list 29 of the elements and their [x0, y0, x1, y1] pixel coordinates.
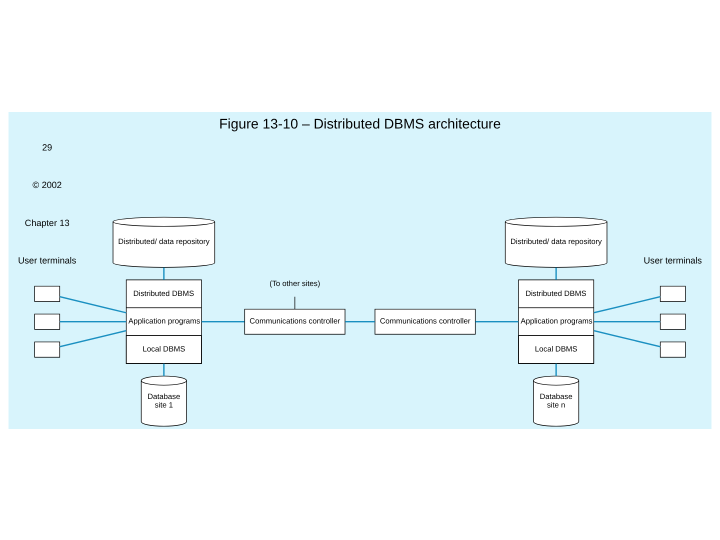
node-box [34, 341, 60, 358]
connector [294, 296, 296, 309]
connector [163, 267, 165, 280]
node-text: (To other sites) [270, 278, 320, 288]
node-box [34, 313, 60, 330]
node-box [660, 341, 686, 358]
connector [163, 363, 165, 376]
diagram-title: Figure 13-10 – Distributed DBMS architecture [219, 115, 501, 132]
node-box [660, 313, 686, 330]
connector [345, 320, 375, 322]
node-box: Communications controller [374, 308, 476, 334]
connector [60, 296, 126, 313]
label: © 2002 [32, 180, 62, 190]
node-box [660, 285, 686, 302]
label: 29 [42, 142, 52, 152]
connector [555, 363, 557, 376]
connector [60, 329, 126, 347]
connector [555, 267, 557, 280]
label: Chapter 13 [24, 217, 70, 228]
connector [594, 320, 660, 322]
connector [60, 320, 126, 322]
node-box: Communications controller [244, 308, 346, 334]
connector [594, 330, 660, 347]
node-box [34, 285, 60, 302]
connector [594, 296, 660, 313]
connector [202, 320, 244, 322]
label: User terminals [18, 254, 76, 265]
connector [475, 320, 518, 322]
label: User terminals [644, 254, 702, 265]
